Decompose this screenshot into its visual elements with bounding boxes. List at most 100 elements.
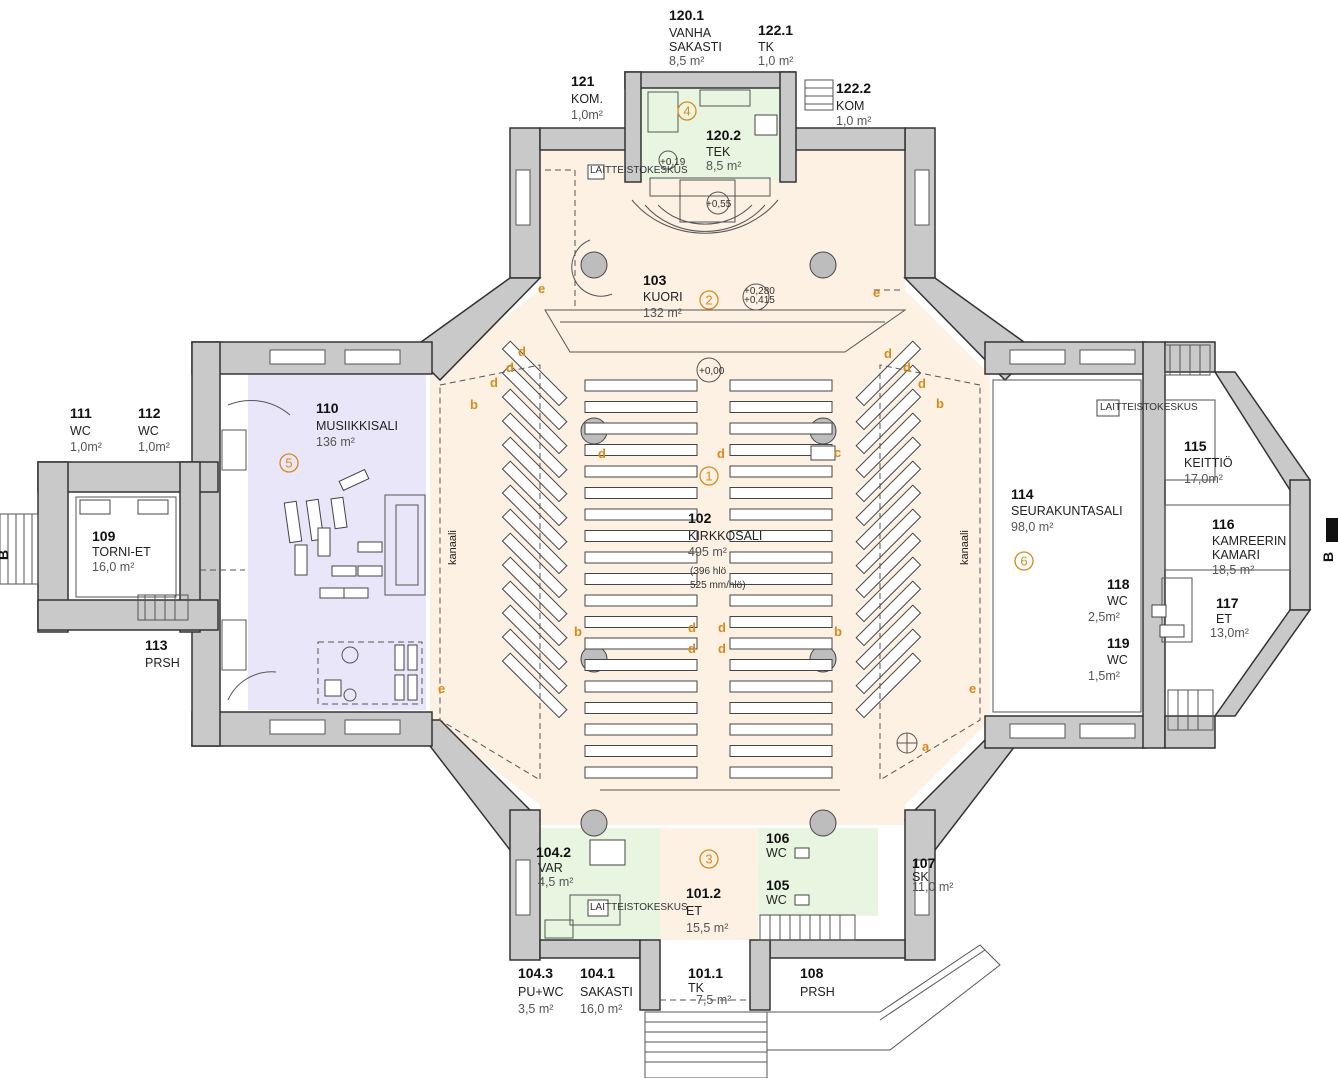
room-name: ET [686, 904, 702, 918]
pew [501, 628, 568, 695]
marker-d: d [718, 620, 726, 635]
zone-circle: 6 [1014, 551, 1034, 571]
pew [501, 652, 568, 719]
pew [501, 556, 568, 623]
svg-text:5: 5 [285, 456, 292, 471]
pew [729, 766, 833, 779]
pew [584, 444, 698, 456]
channel-label: kanaali [447, 530, 459, 565]
room-note: (396 hlö [690, 566, 727, 577]
level-sacristy: +0,19 [660, 157, 686, 168]
marker-b: b [470, 397, 478, 412]
svg-text:3: 3 [705, 852, 712, 867]
pew [855, 508, 922, 575]
room-number: 110 [316, 400, 339, 416]
room-number: 103 [643, 272, 667, 288]
room-note: 525 mm/hlö) [690, 580, 746, 591]
room-area: 8,5 m² [669, 54, 704, 68]
pews [501, 340, 922, 779]
pew [584, 508, 698, 521]
pew [729, 616, 833, 628]
pew [584, 594, 698, 607]
room-number: 117 [1216, 595, 1239, 611]
pew [584, 766, 698, 779]
svg-text:6: 6 [1020, 554, 1027, 569]
room-number: 109 [92, 528, 116, 544]
room-area: 1,0m² [571, 108, 603, 122]
pew [855, 628, 922, 695]
room-area: 18,5 m² [1212, 563, 1254, 577]
marker-b: b [936, 396, 944, 411]
room-name: WC [766, 846, 787, 860]
room-area: 15,5 m² [686, 921, 728, 935]
pew [729, 551, 833, 564]
walls [37, 71, 1312, 1011]
svg-text:2: 2 [705, 293, 712, 308]
room-number: 112 [138, 405, 161, 421]
pew [584, 616, 698, 628]
room-name: KEITTIÖ [1184, 456, 1233, 470]
zone-circle: 4 [677, 101, 697, 121]
marker-d: d [688, 620, 696, 635]
pew [729, 637, 833, 650]
pew [501, 532, 568, 599]
marker-e: e [873, 285, 880, 300]
room-area: 16,0 m² [92, 560, 134, 574]
choir [544, 164, 907, 353]
room-name: PRSH [800, 985, 835, 999]
wc-block-floor [758, 828, 878, 916]
room-name: WC [1107, 594, 1128, 608]
pew [729, 422, 833, 435]
pew [855, 484, 922, 551]
marker-a: a [922, 739, 930, 754]
level-floor: +0,00 [699, 366, 725, 377]
old-sacristy-features [647, 79, 834, 197]
pew [584, 530, 698, 542]
room-name: PU+WC [518, 985, 564, 999]
pew [729, 659, 833, 671]
room-area: 136 m² [316, 435, 355, 449]
zone-markers: 1 2 3 4 5 6 [279, 101, 1034, 869]
pew [855, 604, 922, 671]
level-altar: +0,55 [706, 199, 732, 210]
tower-features [0, 496, 189, 621]
room-area: 98,0 m² [1011, 520, 1053, 534]
room-area: 2,5m² [1088, 610, 1120, 624]
pew [584, 680, 698, 693]
pew [584, 637, 698, 650]
pew [729, 702, 833, 714]
svg-text:1: 1 [705, 469, 712, 484]
pew [729, 379, 833, 392]
room-name: WC [766, 893, 787, 907]
pew [855, 436, 922, 503]
pew [855, 556, 922, 623]
room-number: 104.2 [536, 844, 571, 860]
pew [729, 680, 833, 693]
church-hall-floor [430, 150, 990, 825]
pew [501, 364, 568, 431]
room-number: 105 [766, 877, 790, 893]
room-number: 121 [571, 73, 595, 89]
pew [584, 659, 698, 671]
room-number: 116 [1212, 516, 1235, 532]
room-name: KOM [836, 99, 864, 113]
marker-d: d [903, 360, 911, 375]
pew [855, 580, 922, 647]
marker-d: d [506, 360, 514, 375]
room-area: 8,5 m² [706, 159, 741, 173]
room-area: 17,0m² [1184, 472, 1223, 486]
zone-circle: 5 [279, 453, 299, 473]
pew [584, 379, 698, 392]
pew [501, 436, 568, 503]
room-name: SEURAKUNTASALI [1011, 504, 1123, 518]
room-number: 108 [800, 965, 824, 981]
level-choir: +0,280 [744, 286, 775, 297]
pew [729, 745, 833, 757]
room-area: 4,5 m² [538, 875, 573, 889]
room-area: 7,5 m² [696, 993, 731, 1007]
room-area: 1,5m² [1088, 669, 1120, 683]
pew [584, 551, 698, 564]
pew [729, 465, 833, 478]
entrance-floor [660, 828, 758, 940]
channel-label: kanaali [959, 530, 971, 565]
